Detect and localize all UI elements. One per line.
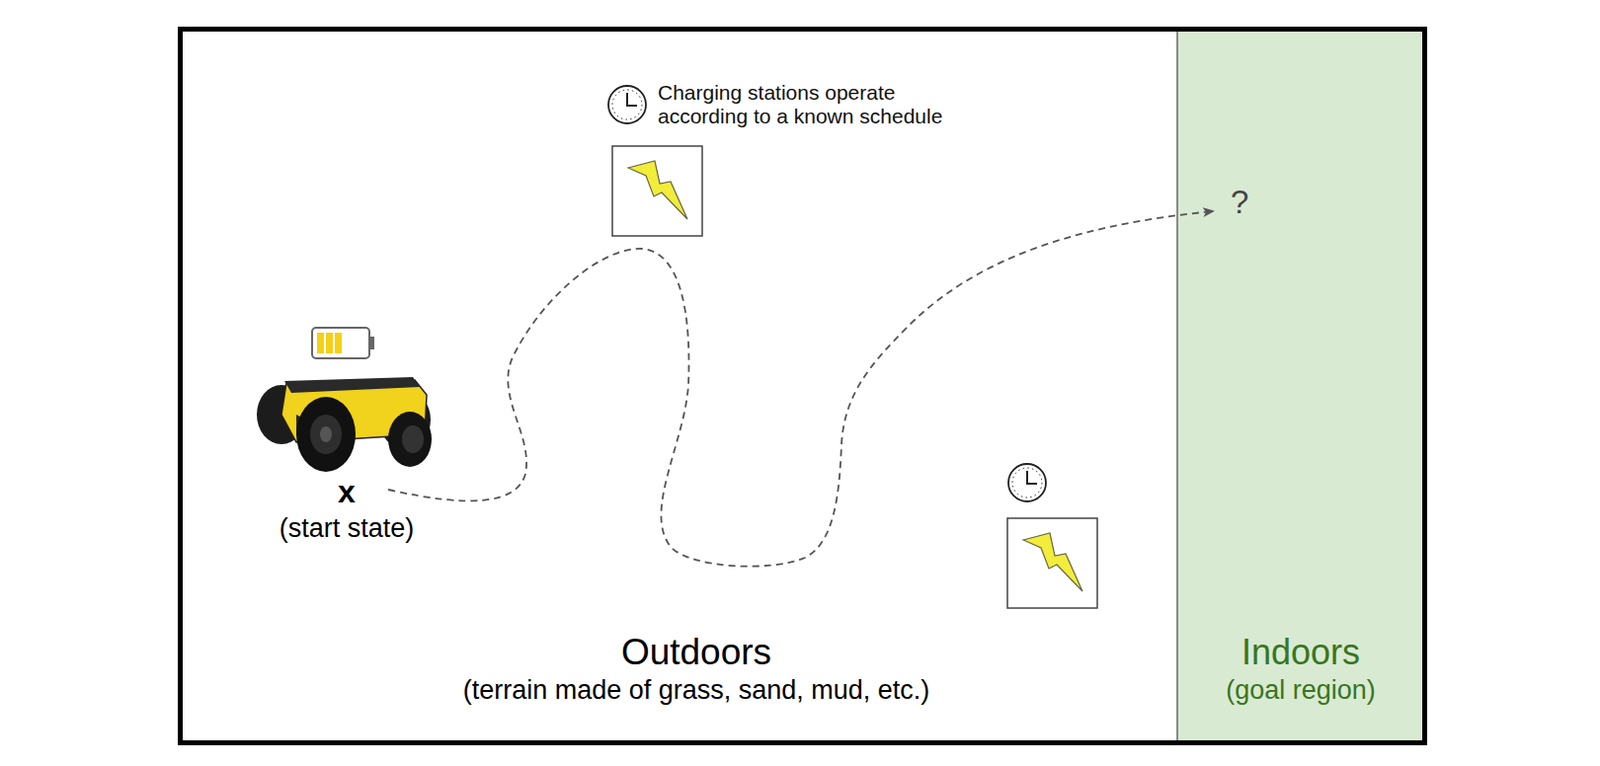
region-subtitle: (goal region): [1225, 675, 1376, 707]
goal-region: Indoors(goal region): [1177, 26, 1428, 746]
charging-station: [612, 146, 703, 237]
schedule-note: Charging stations operate according to a…: [657, 80, 955, 129]
battery-icon: [312, 327, 375, 359]
clock-icon: [608, 85, 646, 124]
goal-unknown-mark: ?: [1230, 183, 1249, 222]
outdoor-region: Outdoors(terrain made of grass, sand, mu…: [177, 26, 1428, 746]
planned-path: [388, 211, 1213, 567]
region-subtitle: (terrain made of grass, sand, mud, etc.): [463, 675, 931, 707]
robot: [256, 377, 432, 473]
frame-border: [180, 29, 1426, 744]
start-caption: (start state): [279, 513, 415, 545]
region-divider: [1176, 28, 1179, 744]
region-title: Indoors: [1241, 632, 1360, 673]
charging-station: [1007, 518, 1098, 609]
start-marker: x: [337, 474, 356, 511]
clock-icon: [1008, 464, 1046, 502]
goal-region-fill: [1177, 28, 1426, 744]
region-title: Outdoors: [621, 632, 772, 675]
